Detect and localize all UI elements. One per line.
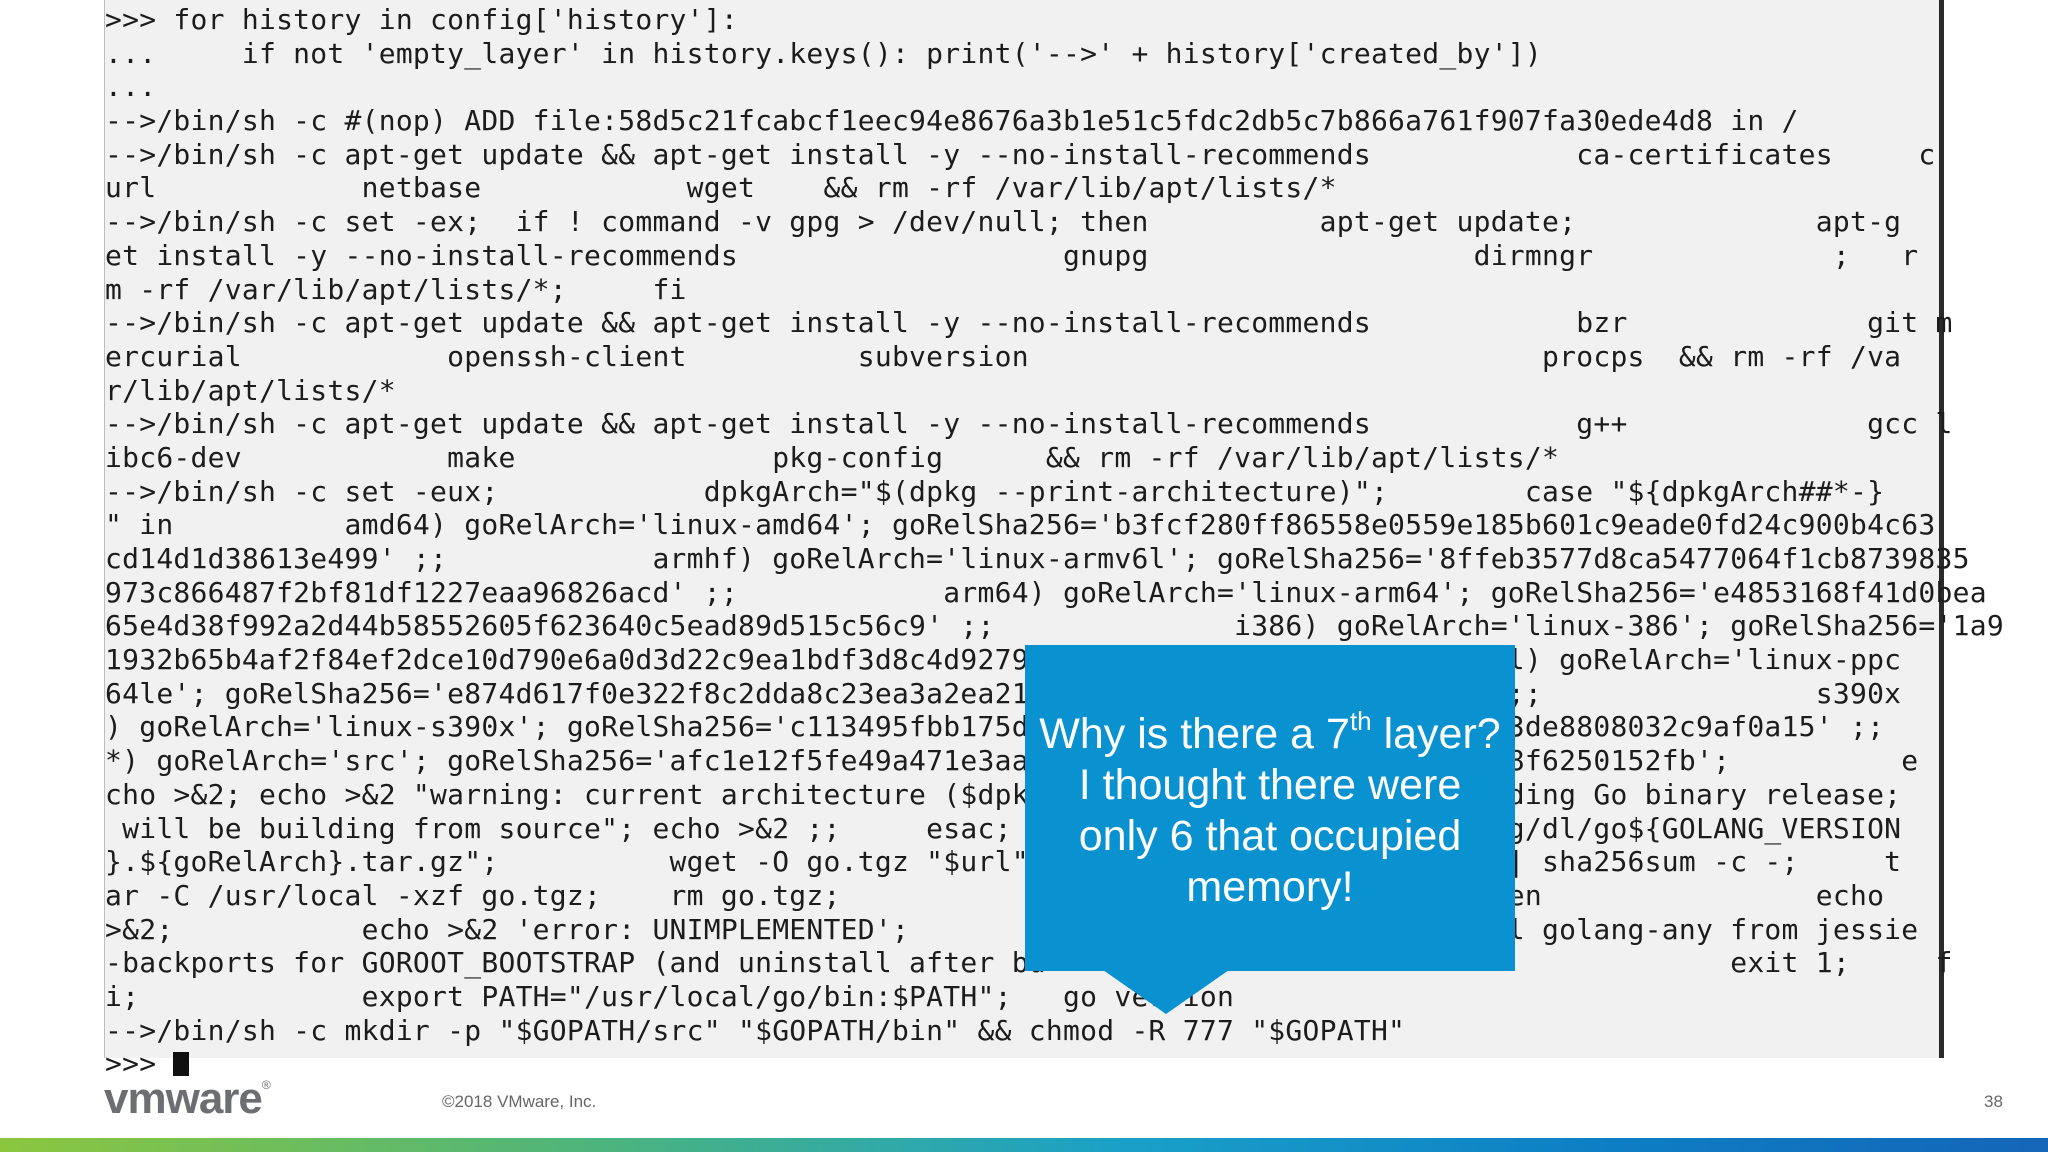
terminal-line: >>> for history in config['history']: [105,3,738,36]
terminal-cursor [173,1052,190,1077]
callout-line-4: memory! [1186,863,1354,911]
terminal-line: -->/bin/sh -c #(nop) ADD file:58d5c21fca… [105,104,1799,138]
terminal-line: -->/bin/sh -c apt-get update && apt-get … [105,137,1936,171]
terminal-line: ... if not 'empty_layer' in history.keys… [105,36,1543,70]
callout-text-layer: layer? [1371,710,1501,758]
callout-line-3: only 6 that occupied [1078,812,1462,860]
terminal-line: -->/bin/sh -c apt-get update && apt-get … [105,407,1953,441]
terminal-line: ) goRelArch='linux-s390x'; goRelSha256='… [105,710,1885,744]
callout-line-1: Why is there a 7th layer? [1029,706,1511,760]
terminal-prompt: >>> [105,1047,174,1081]
terminal-line: url netbase wget && rm -rf /var/lib/apt/… [105,171,1337,205]
callout-superscript: th [1349,706,1372,736]
terminal-line: r/lib/apt/lists/* [105,373,396,407]
terminal-line: m -rf /var/lib/apt/lists/*; fi [105,272,687,306]
callout-box: Why is there a 7th layer? I thought ther… [1025,645,1515,971]
copyright-notice: ©2018 VMware, Inc. [442,1092,597,1111]
terminal-line: i; export PATH="/usr/local/go/bin:$PATH"… [105,979,1235,1013]
terminal-line: 64le'; goRelSha256='e874d617f0e322f8c2dd… [105,676,1902,710]
logo-wordmark: vmware [104,1074,263,1123]
terminal-line: >&2; echo >&2 'error: UNIMPLEMENTED'; ll… [105,912,1919,946]
terminal-line: ... [105,70,157,104]
terminal-line: -backports for GOROOT_BOOTSTRAP (and uni… [105,946,1953,980]
terminal-line: cho >&2; echo >&2 "warning: current arch… [105,777,1902,811]
footer-gradient-bar [0,1138,2048,1152]
registered-mark: ® [261,1078,271,1092]
callout-text-7: Why is there a 7 [1039,710,1350,758]
terminal-line: will be building from source"; echo >&2 … [105,811,1902,845]
terminal-line: " in amd64) goRelArch='linux-amd64'; goR… [105,508,1936,542]
callout-pointer [1103,970,1229,1014]
terminal-line: -->/bin/sh -c set -ex; if ! command -v g… [105,205,1902,239]
page-number: 38 [1984,1092,2003,1111]
vmware-logo: vmware® [104,1074,271,1124]
callout-line-2: I thought there were [1078,761,1462,809]
terminal-line: et install -y --no-install-recommends gn… [105,238,1919,272]
terminal-prompt-line[interactable]: >>> [105,1047,2004,1081]
terminal-line: 973c866487f2bf81df1227eaa96826acd' ;; ar… [105,575,1987,609]
terminal-output: >>> for history in config['history']: ..… [105,3,2004,1081]
terminal-line: *) goRelArch='src'; goRelSha256='afc1e12… [105,744,1919,778]
terminal-line: 65e4d38f992a2d44b58552605f623640c5ead89d… [105,609,2004,643]
terminal-line: cd14d1d38613e499' ;; armhf) goRelArch='l… [105,542,1970,575]
terminal-window[interactable]: >>> for history in config['history']: ..… [104,0,2004,1080]
terminal-line: -->/bin/sh -c mkdir -p "$GOPATH/src" "$G… [105,1013,1406,1047]
terminal-line: ibc6-dev make pkg-config && rm -rf /var/… [105,440,1560,474]
terminal-line: -->/bin/sh -c apt-get update && apt-get … [105,306,1953,340]
terminal-line: -->/bin/sh -c set -eux; dpkgArch="$(dpkg… [105,474,1885,508]
terminal-line: ercurial openssh-client subversion procp… [105,339,1902,373]
